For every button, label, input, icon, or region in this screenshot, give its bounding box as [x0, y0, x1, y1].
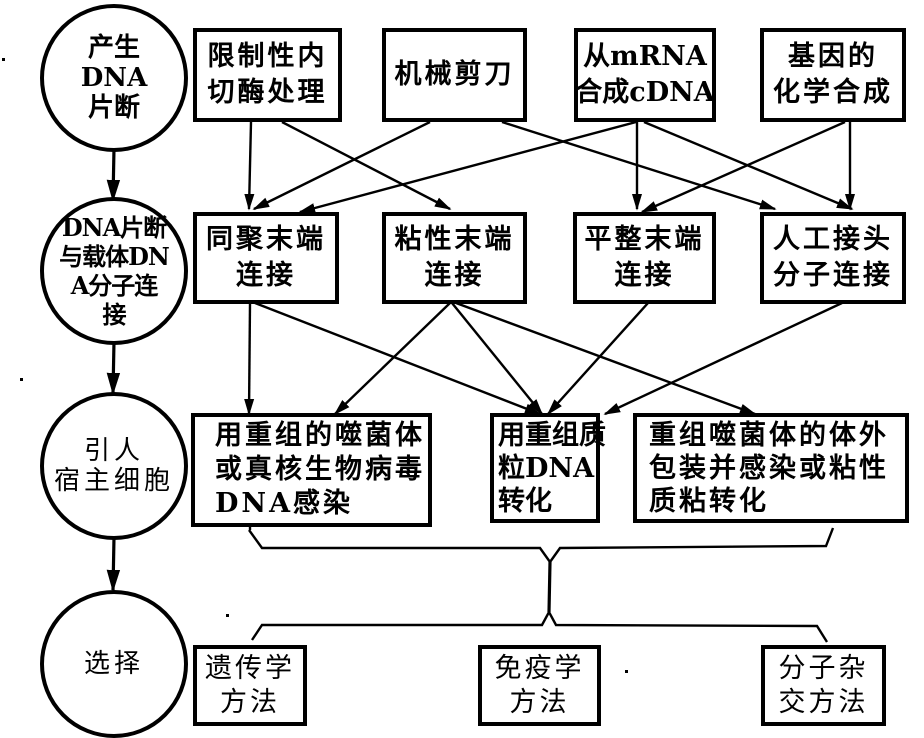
arrow-chemical-to-blunt — [640, 120, 846, 214]
box-text-line: 机械剪刀 — [394, 59, 515, 90]
box-text-line: 同聚末端 — [206, 224, 326, 255]
box-text-line: 用重组质 — [498, 419, 606, 451]
box-text-line: 连接 — [614, 260, 675, 291]
box-immunological-method: 免疫学 方法 — [478, 645, 601, 726]
stage-label-line: 选择 — [83, 649, 144, 679]
arrow-mechanical-to-homopolymer — [252, 120, 431, 211]
stage-label-line: A分子连 — [70, 271, 159, 300]
box-cdna-from-mrna: 从mRNA 合成cDNA — [574, 28, 716, 122]
arrow-cdna-to-homopolymer — [298, 120, 637, 214]
box-phage-virus-infection: 用重组的噬菌体 或真核生物病毒 DNA感染 — [191, 413, 432, 527]
stage-label-line: 与载体DN — [59, 242, 170, 271]
arrow-blunt-to-plasmid — [546, 302, 649, 416]
box-text-line: 包装并感染或粘性 — [649, 452, 889, 484]
brace-stem — [547, 561, 552, 613]
box-text-line: 连接 — [236, 260, 296, 291]
box-text-line: 从mRNA — [583, 41, 707, 72]
stage-ligate-to-vector: DNA片断 与载体DN A分子连 接 — [40, 197, 188, 345]
stage-label-line: 宿主细胞 — [53, 466, 174, 496]
stage-label-line: 产生 — [87, 33, 140, 63]
box-plasmid-transformation: 用重组质 粒DNA 转化 — [490, 413, 606, 523]
stage-label-line: 引人 — [83, 436, 144, 466]
box-text-line: 交方法 — [778, 686, 869, 718]
scan-speck — [20, 378, 23, 381]
stage-label-line: 接 — [102, 300, 127, 329]
arrow-stage3-to-stage4 — [106, 536, 121, 593]
arrow-restriction-to-sticky — [281, 120, 452, 211]
box-text-line: 合成cDNA — [575, 77, 715, 108]
arrow-stage1-to-stage2 — [106, 147, 121, 203]
arrow-restriction-to-homopolymer — [244, 121, 255, 211]
arrow-stage2-to-stage3 — [106, 340, 121, 396]
arrow-sticky-to-phage — [333, 302, 451, 416]
arrow-homopolymer-to-plasmid — [254, 301, 542, 416]
box-text-line: 用重组的噬菌体 — [215, 420, 425, 451]
stage-selection: 选择 — [40, 590, 188, 738]
arrow-linker-to-plasmid — [603, 301, 843, 416]
box-text-line: 或真核生物病毒 — [215, 454, 425, 485]
box-linker: 人工接头 分子连接 — [760, 212, 906, 304]
stage-label-line: 片断 — [87, 93, 140, 123]
box-blunt-end: 平整末端 连接 — [573, 212, 716, 304]
box-text-line: DNA感染 — [215, 488, 354, 519]
box-text-line: 粘性末端 — [394, 224, 515, 255]
box-text-line: 切酶处理 — [207, 77, 328, 108]
stage-label-line: DNA — [80, 63, 148, 93]
box-text-line: 分子连接 — [773, 260, 893, 291]
brace-top — [248, 527, 835, 565]
box-text-line: 限制性内 — [207, 41, 328, 72]
box-text-line: 方法 — [509, 686, 570, 718]
box-text-line: 基因的 — [788, 41, 878, 72]
box-text-line: 人工接头 — [773, 224, 893, 255]
arrow-sticky-to-plasmid — [451, 302, 544, 416]
box-text-line: 免疫学 — [494, 652, 585, 684]
box-text-line: 化学合成 — [773, 77, 893, 108]
arrow-mechanical-to-linker — [501, 120, 777, 211]
box-mechanical-shear: 机械剪刀 — [382, 28, 527, 122]
stage-introduce-host-cell: 引人 宿主细胞 — [40, 392, 188, 540]
box-text-line: 粒DNA — [498, 452, 595, 484]
box-homopolymer-tail: 同聚末端 连接 — [193, 212, 339, 304]
box-text-line: 转化 — [498, 485, 552, 517]
box-sticky-end: 粘性末端 连接 — [382, 212, 527, 304]
box-text-line: 重组噬菌体的体外 — [649, 419, 889, 451]
scan-speck — [625, 670, 628, 673]
box-text-line: 方法 — [220, 686, 280, 718]
scan-speck — [2, 58, 5, 61]
box-chemical-synthesis: 基因的 化学合成 — [760, 28, 906, 122]
brace-bottom — [251, 609, 829, 643]
stage-label-line: DNA片断 — [61, 213, 167, 242]
box-restriction-enzyme: 限制性内 切酶处理 — [193, 28, 342, 122]
box-text-line: 连接 — [424, 260, 485, 291]
arrow-homopolymer-to-phage — [244, 302, 255, 416]
box-text-line: 质粘转化 — [649, 485, 769, 517]
box-text-line: 平整末端 — [584, 224, 705, 255]
box-in-vitro-packaging: 重组噬菌体的体外 包装并感染或粘性 质粘转化 — [633, 413, 909, 523]
arrow-sticky-to-packaging — [455, 301, 757, 416]
box-hybridization-method: 分子杂 交方法 — [761, 645, 886, 726]
box-text-line: 遗传学 — [205, 652, 295, 684]
stage-generate-dna-fragments: 产生 DNA 片断 — [40, 4, 188, 152]
box-genetic-method: 遗传学 方法 — [193, 645, 307, 726]
box-text-line: 分子杂 — [778, 652, 869, 684]
scan-speck — [226, 614, 229, 617]
